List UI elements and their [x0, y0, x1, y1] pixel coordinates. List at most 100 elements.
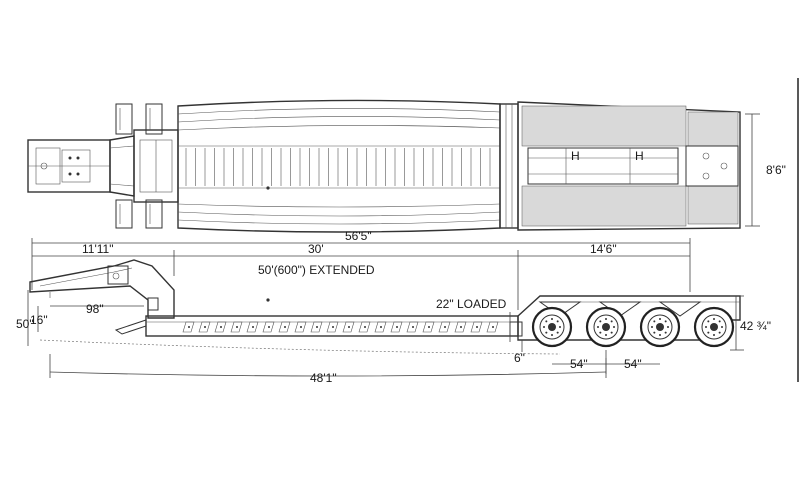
ground-clearance-label: 6"	[514, 351, 525, 365]
deck-rivet	[476, 326, 478, 328]
wheel-lug	[721, 326, 723, 328]
side-view-gooseneck	[29, 259, 175, 335]
deck-rivet	[396, 326, 398, 328]
wheel-lug	[653, 331, 656, 334]
deck-cutout	[342, 321, 355, 333]
wheel-lug	[556, 331, 559, 334]
side-view-deck	[145, 298, 519, 337]
deck-cutout	[358, 321, 371, 333]
deck-cutout	[438, 321, 451, 333]
deck-cutout	[198, 321, 211, 333]
deck-rivet	[364, 326, 366, 328]
side-view	[29, 259, 741, 355]
wheel-lug	[705, 326, 707, 328]
wheel-lug	[653, 320, 656, 323]
wheel-lug	[664, 320, 667, 323]
top-view-rear-deck: H H	[517, 101, 741, 231]
wheel	[531, 306, 573, 348]
wheel	[585, 306, 627, 348]
deck-cutout	[310, 321, 323, 333]
deck-cutout	[470, 321, 483, 333]
top-view-gooseneck	[27, 129, 179, 203]
wheel-lug	[551, 318, 553, 320]
side-view-wheels	[531, 306, 735, 348]
top-view-transition	[499, 103, 519, 229]
deck-rivet	[444, 326, 446, 328]
wheel-lug	[610, 320, 613, 323]
deck-cutout	[486, 321, 499, 333]
wheel-lug	[659, 334, 661, 336]
wheel-lug	[551, 334, 553, 336]
fifth-wheel-height-label: 50"	[16, 317, 34, 331]
deck-cutout	[374, 321, 387, 333]
extended-length-label: 50'(600") EXTENDED	[258, 263, 375, 277]
wheel-lug	[599, 331, 602, 334]
deck-cutout	[390, 321, 403, 333]
deck-rivet	[380, 326, 382, 328]
rear-deck-height-label: 42 ¾"	[740, 319, 771, 333]
top-view-crossmembers	[185, 148, 491, 186]
deck-rivet	[492, 326, 494, 328]
deck-cutout	[262, 321, 275, 333]
deck-cutout	[230, 321, 243, 333]
wheel	[639, 306, 681, 348]
deck-rivet	[460, 326, 462, 328]
axle-spacing-2-label: 54"	[624, 357, 642, 371]
deck-rivet	[220, 326, 222, 328]
gooseneck-length-label: 11'11"	[82, 242, 113, 256]
side-view-dimensions: 98" 50" 16" 22" LOADED 6" 54" 54" 42 ¾" …	[16, 290, 771, 385]
wheel-lug	[651, 326, 653, 328]
wheel-lug	[610, 331, 613, 334]
deck-rivet	[332, 326, 334, 328]
deck-rivet	[300, 326, 302, 328]
wheel	[693, 306, 735, 348]
wheel-lug	[713, 318, 715, 320]
top-view-front-legs	[115, 103, 163, 229]
svg-text:H: H	[635, 149, 644, 163]
deck-rivet	[284, 326, 286, 328]
wheel-lug	[718, 320, 721, 323]
deck-cutout	[246, 321, 259, 333]
deck-length-label: 30'	[308, 242, 324, 256]
wheel-lug	[545, 320, 548, 323]
wheel-lug	[659, 318, 661, 320]
wheel-lug	[559, 326, 561, 328]
width-dimension: 8'6"	[745, 113, 786, 227]
deck-rivet	[316, 326, 318, 328]
wheel-lug	[718, 331, 721, 334]
rear-length-label: 14'6"	[590, 242, 617, 256]
width-label: 8'6"	[766, 163, 786, 177]
deck-cutout	[214, 321, 227, 333]
deck-rivet	[412, 326, 414, 328]
wheel-lug	[556, 320, 559, 323]
wheel-lug	[664, 331, 667, 334]
wheel-lug	[707, 331, 710, 334]
kingpin-setting-label: 98"	[86, 302, 104, 316]
deck-rivet	[428, 326, 430, 328]
deck-cutout	[182, 321, 195, 333]
horizontal-dimensions: 56'5" 11'11" 30' 14'6" 50'(600") EXTENDE…	[31, 229, 691, 310]
wheel-lug	[707, 320, 710, 323]
svg-text:H: H	[571, 149, 580, 163]
wheel-lug	[613, 326, 615, 328]
overall-length-label: 56'5"	[345, 229, 372, 243]
deck-cutout	[422, 321, 435, 333]
wheel-lug	[667, 326, 669, 328]
deck-rivet	[188, 326, 190, 328]
top-view: H H 8'6"	[27, 99, 786, 233]
wheel-hub	[656, 323, 664, 331]
wheel-hub	[548, 323, 556, 331]
kingpin-to-axle-label: 48'1"	[310, 371, 337, 385]
deck-rivet	[204, 326, 206, 328]
wheel-lug	[543, 326, 545, 328]
wheel-lug	[605, 318, 607, 320]
wheel-lug	[597, 326, 599, 328]
top-view-main-deck	[177, 99, 501, 233]
wheel-lug	[599, 320, 602, 323]
wheel-lug	[713, 334, 715, 336]
deck-rivet	[236, 326, 238, 328]
deck-cutout	[294, 321, 307, 333]
axle-spacing-1-label: 54"	[570, 357, 588, 371]
deck-rivet	[252, 326, 254, 328]
